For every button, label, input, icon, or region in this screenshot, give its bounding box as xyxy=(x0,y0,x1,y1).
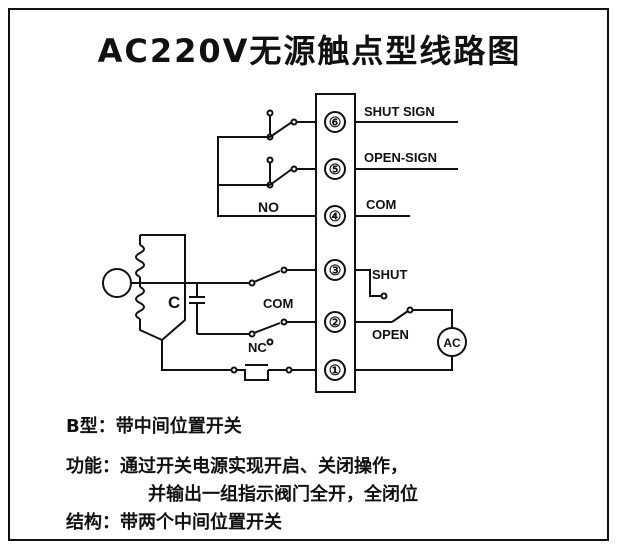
capacitor xyxy=(189,283,205,334)
nc-label: NC xyxy=(248,340,267,355)
terminal-2-circle xyxy=(324,311,346,333)
motor xyxy=(102,234,186,341)
terminal-6-number: ⑥ xyxy=(329,114,342,130)
terminal-4-circle xyxy=(324,205,346,227)
open-sign-label: OPEN-SIGN xyxy=(364,150,437,165)
terminal-1-number: ① xyxy=(329,362,342,378)
com-top-label: COM xyxy=(366,197,396,212)
ac-label: AC xyxy=(443,336,461,350)
no-label: NO xyxy=(258,199,279,215)
ac-supply-circuit xyxy=(355,269,467,371)
terminal-3-circle xyxy=(324,259,346,281)
bottom-circuit xyxy=(161,340,316,381)
capacitor-label: C xyxy=(168,293,180,312)
terminal-6-circle xyxy=(324,111,346,133)
type-line: B型：带中间位置开关 xyxy=(66,416,242,437)
signal-switches xyxy=(217,109,316,217)
terminal-block xyxy=(315,93,356,393)
terminal-4-number: ④ xyxy=(329,208,342,224)
diagram-frame xyxy=(8,8,609,541)
page-title: AC220V无源触点型线路图 xyxy=(97,32,522,70)
function-line-2: 并输出一组指示阀门全开，全闭位 xyxy=(148,484,418,505)
structure-line: 结构：带两个中间位置开关 xyxy=(66,512,282,533)
terminal-5-number: ⑤ xyxy=(329,161,342,177)
com-mid-label: COM xyxy=(263,296,293,311)
shut-sign-label: SHUT SIGN xyxy=(364,104,435,119)
shut-label: SHUT xyxy=(372,267,407,282)
motor-icon xyxy=(102,268,132,298)
terminal-5-circle xyxy=(324,158,346,180)
com-nc-switch xyxy=(197,318,316,346)
shut-switch xyxy=(140,266,316,287)
terminal-2-number: ② xyxy=(329,314,342,330)
function-line-1: 功能：通过开关电源实现开启、关闭操作， xyxy=(66,456,408,477)
terminal-circles xyxy=(324,111,346,381)
terminal-3-number: ③ xyxy=(329,262,342,278)
open-label: OPEN xyxy=(372,327,409,342)
terminal-1-circle xyxy=(324,359,346,381)
